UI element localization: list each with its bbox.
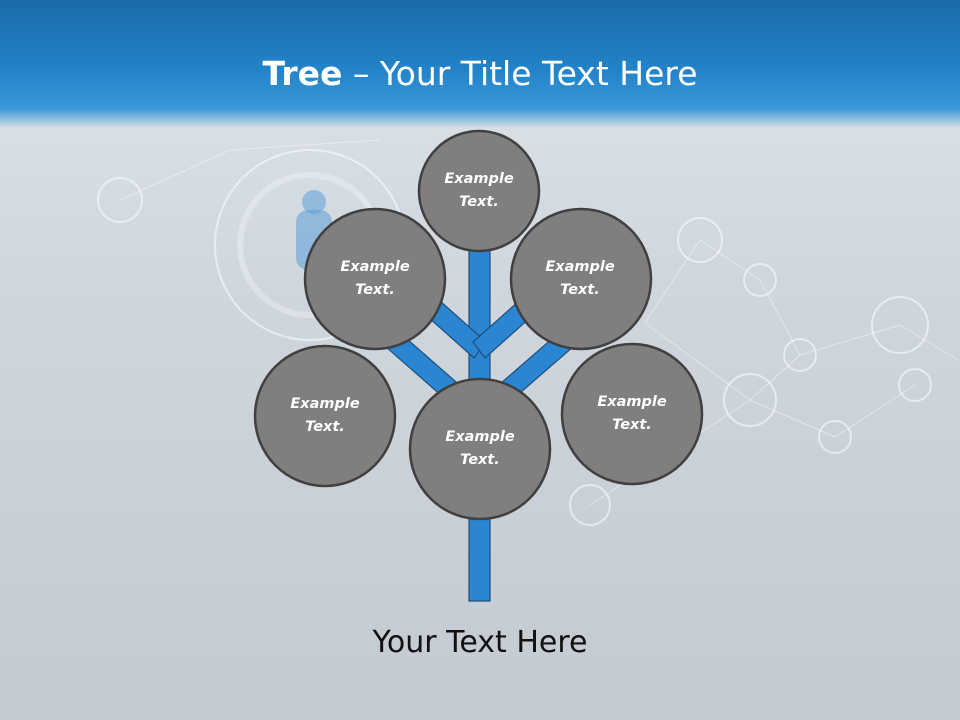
- node-upper-right-line1: Example: [545, 259, 615, 275]
- node-upper-right-line2: Text.: [560, 282, 600, 298]
- node-upper-left-line2: Text.: [355, 282, 395, 298]
- title-rest: – Your Title Text Here: [342, 54, 698, 93]
- node-upper-right-label: Example Text.: [515, 256, 645, 302]
- node-upper-left-line1: Example: [340, 259, 410, 275]
- header-band: [0, 0, 960, 128]
- caption-text: Your Text Here: [372, 625, 588, 660]
- node-top-line2: Text.: [459, 194, 499, 210]
- page-title: Tree – Your Title Text Here: [0, 52, 960, 96]
- node-center-line2: Text.: [460, 452, 500, 468]
- node-center-line1: Example: [445, 429, 515, 445]
- node-center: [408, 377, 552, 521]
- node-lower-right-line2: Text.: [612, 417, 652, 433]
- node-top-label: Example Text.: [414, 168, 544, 214]
- node-lower-left-line2: Text.: [305, 419, 345, 435]
- node-top-line1: Example: [444, 171, 514, 187]
- node-lower-right: [560, 342, 704, 486]
- node-lower-right-label: Example Text.: [567, 391, 697, 437]
- node-upper-left-label: Example Text.: [310, 256, 440, 302]
- node-upper-left: [303, 207, 447, 351]
- node-center-label: Example Text.: [415, 426, 545, 472]
- node-lower-left-label: Example Text.: [260, 393, 390, 439]
- node-upper-right: [509, 207, 653, 351]
- title-strong: Tree: [262, 54, 343, 93]
- node-top: [417, 129, 541, 253]
- node-lower-right-line1: Example: [597, 394, 667, 410]
- node-lower-left-line1: Example: [290, 396, 360, 412]
- node-lower-left: [253, 344, 397, 488]
